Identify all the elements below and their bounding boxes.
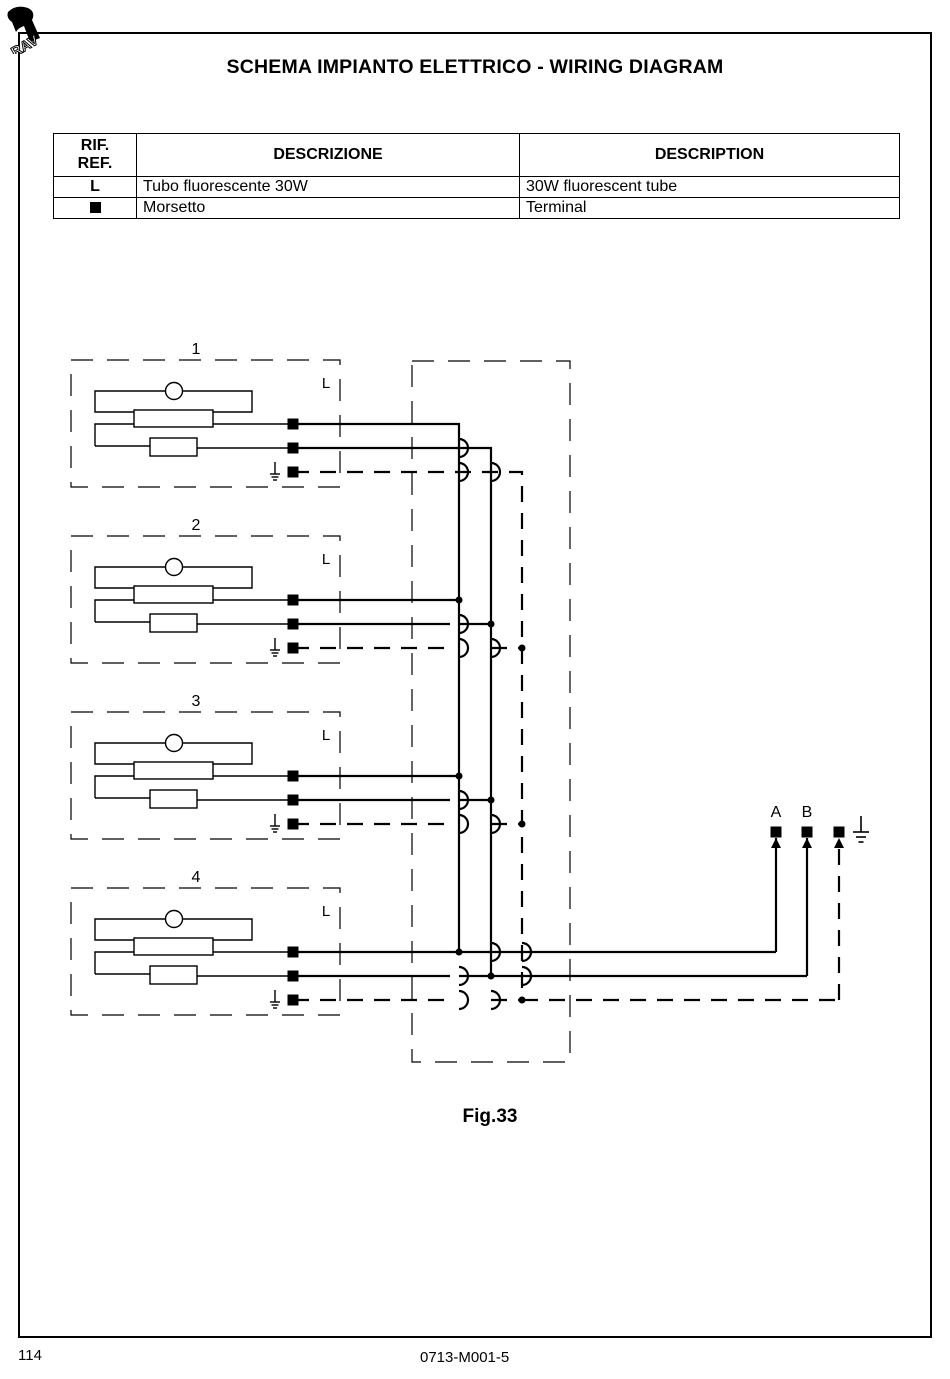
tube-wire (94, 775, 134, 798)
junction-dot (487, 620, 495, 628)
terminal-square-icon (801, 826, 813, 838)
fluorescent-tube (133, 761, 214, 780)
starter-icon (164, 733, 184, 753)
terminal-square-icon (89, 202, 101, 214)
neutral-wire (293, 446, 493, 976)
tube-wire (94, 390, 253, 413)
wire-crossover (458, 437, 470, 459)
earth-icon (270, 814, 280, 833)
fluorescent-tube (133, 585, 214, 604)
terminal-square-icon (833, 826, 845, 838)
wire-crossover (458, 637, 470, 659)
fixture-label: L (322, 903, 330, 920)
page-title: SCHEMA IMPIANTO ELETTRICO - WIRING DIAGR… (226, 56, 724, 78)
fixture-label: L (322, 727, 330, 744)
page-frame (18, 32, 932, 1338)
legend-description: Terminal (519, 197, 900, 219)
arrow-icon (771, 838, 781, 848)
supply-terminal-label: B (802, 804, 813, 821)
legend-table: RIF. REF. DESCRIZIONE DESCRIPTION L Tubo… (53, 133, 900, 219)
tube-wire (94, 599, 134, 622)
fixture-number: 1 (192, 341, 201, 358)
ballast (149, 965, 198, 985)
junction-dot (455, 596, 463, 604)
legend-ref-terminal (53, 197, 137, 219)
wire-crossover (490, 461, 502, 483)
fixture-label: L (322, 551, 330, 568)
line-wire (293, 422, 461, 952)
earth-ground-icon (853, 816, 869, 843)
legend-header-row: RIF. REF. DESCRIZIONE DESCRIPTION (53, 133, 900, 177)
legend-row: L Tubo fluorescente 30W 30W fluorescent … (53, 176, 900, 198)
fixture-number: 4 (192, 869, 201, 886)
terminal-square-icon (770, 826, 782, 838)
legend-descrizione: Morsetto (136, 197, 520, 219)
earth-icon (270, 990, 280, 1009)
tube-wire (94, 423, 134, 446)
earth-icon (270, 638, 280, 657)
fluorescent-tube (133, 409, 214, 428)
starter-icon (164, 557, 184, 577)
junction-enclosure (411, 360, 571, 1063)
supply-terminal-label: A (771, 804, 782, 821)
ballast (149, 613, 198, 633)
wire-crossover (458, 989, 470, 1011)
tube-wire (94, 742, 253, 765)
starter-icon (164, 381, 184, 401)
fixture-number: 3 (192, 693, 201, 710)
earth-icon (270, 462, 280, 481)
fluorescent-tube (133, 937, 214, 956)
ballast (149, 437, 198, 457)
fixture-number: 2 (192, 517, 201, 534)
junction-dot (455, 772, 463, 780)
fixture-label: L (322, 375, 330, 392)
tube-wire (94, 566, 253, 589)
legend-row: Morsetto Terminal (53, 197, 900, 219)
starter-icon (164, 909, 184, 929)
figure-caption: Fig.33 (462, 1106, 518, 1127)
wire-crossover (458, 461, 470, 483)
arrow-icon (802, 838, 812, 848)
legend-descrizione: Tubo fluorescente 30W (136, 176, 520, 198)
wire-crossover (458, 813, 470, 835)
page-number: 114 (18, 1347, 42, 1364)
tube-wire (94, 918, 253, 941)
legend-description: 30W fluorescent tube (519, 176, 900, 198)
document-code: 0713-M001-5 (420, 1349, 510, 1366)
junction-dot (518, 820, 526, 828)
ballast (149, 789, 198, 809)
legend-header-description: DESCRIPTION (519, 133, 900, 177)
junction-dot (518, 644, 526, 652)
legend-header-ref: RIF. REF. (53, 133, 137, 177)
brand-logo: RAV (7, 6, 42, 54)
arrow-icon (834, 838, 844, 848)
tube-wire (94, 951, 134, 974)
junction-dot (487, 796, 495, 804)
